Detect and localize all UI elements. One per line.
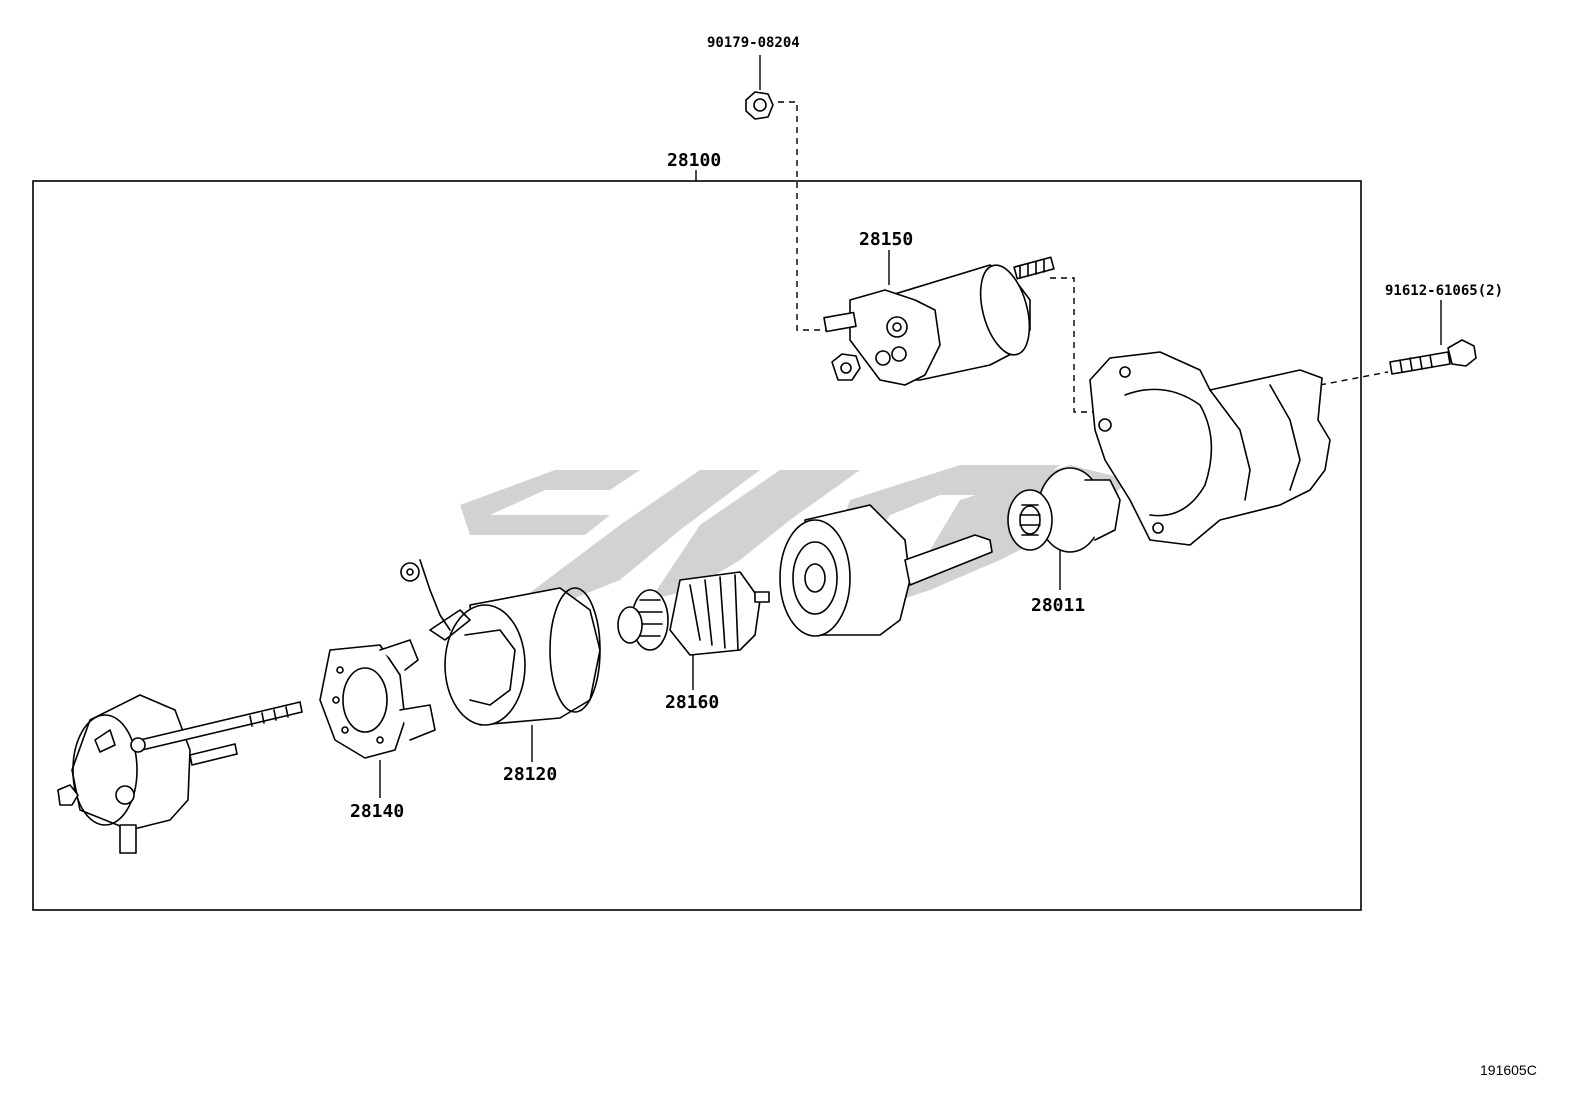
assembly-boundary bbox=[32, 180, 1362, 911]
nut-90179-08204 bbox=[745, 91, 774, 120]
commutator-end-frame bbox=[57, 694, 303, 854]
part-label-91612-61065[interactable]: 91612-61065(2) bbox=[1385, 283, 1504, 299]
part-label-28140[interactable]: 28140 bbox=[350, 801, 405, 822]
pinion-shaft-assembly bbox=[779, 504, 993, 637]
dashed-assembly-lines bbox=[778, 101, 1389, 413]
leader-lines bbox=[379, 55, 1442, 798]
starter-clutch-28011 bbox=[1007, 467, 1121, 553]
part-label-90179-08204[interactable]: 90179-08204 bbox=[707, 35, 800, 51]
part-label-28160[interactable]: 28160 bbox=[665, 692, 720, 713]
part-label-28150[interactable]: 28150 bbox=[859, 229, 914, 250]
part-label-28120[interactable]: 28120 bbox=[503, 764, 558, 785]
starter-solenoid-28150 bbox=[823, 256, 1055, 386]
yoke-28120 bbox=[400, 559, 601, 726]
armature-28160 bbox=[617, 571, 770, 656]
part-label-28011[interactable]: 28011 bbox=[1031, 595, 1086, 616]
brush-holder-28140 bbox=[319, 639, 436, 759]
bolt-91612-61065 bbox=[1389, 339, 1477, 375]
part-label-28100[interactable]: 28100 bbox=[667, 150, 722, 171]
diagram-reference-code: 191605C bbox=[1480, 1062, 1537, 1078]
drive-end-housing bbox=[1089, 351, 1331, 546]
